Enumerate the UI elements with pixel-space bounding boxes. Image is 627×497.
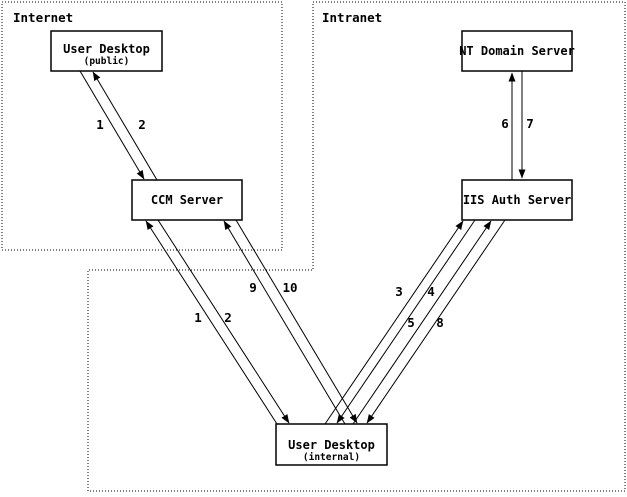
nt-domain-server-title: NT Domain Server bbox=[459, 44, 575, 58]
nt-domain-server-box bbox=[461, 30, 573, 72]
user-desktop-internal-title: User Desktop bbox=[288, 438, 375, 452]
step-label-4: 4 bbox=[427, 284, 435, 299]
arrow-ccm-to-internal-desktop bbox=[157, 219, 290, 424]
step-label-6: 6 bbox=[501, 116, 509, 131]
user-desktop-internal-subtitle: (internal) bbox=[303, 452, 360, 463]
intranet-zone-label: Intranet bbox=[322, 10, 382, 25]
intranet-zone-border bbox=[87, 1, 626, 492]
internet-zone-label: Internet bbox=[13, 10, 73, 25]
step-label-7: 7 bbox=[526, 116, 534, 131]
node-user-desktop-internal: User Desktop (internal) bbox=[275, 423, 388, 466]
step-label-10: 10 bbox=[282, 280, 297, 295]
arrow-public-desktop-to-ccm bbox=[79, 70, 145, 180]
arrow-internal-desktop-to-ccm bbox=[145, 220, 278, 425]
step-label-1-public: 1 bbox=[96, 117, 104, 132]
user-desktop-internal-box bbox=[275, 423, 388, 466]
arrow-internal-desktop-to-iis-step5 bbox=[352, 220, 492, 425]
step-label-1-internal: 1 bbox=[194, 310, 202, 325]
arrow-internal-desktop-to-iis-step3 bbox=[324, 220, 464, 425]
user-desktop-public-title: User Desktop bbox=[63, 42, 150, 56]
step-label-2-internal: 2 bbox=[224, 310, 232, 325]
arrow-ccm-to-public-desktop bbox=[92, 71, 158, 181]
ccm-server-title: CCM Server bbox=[151, 193, 223, 207]
node-nt-domain-server: NT Domain Server bbox=[459, 30, 575, 72]
step-label-2-public: 2 bbox=[138, 117, 146, 132]
arrow-ccm-to-internal-desktop-step10 bbox=[235, 219, 358, 424]
node-user-desktop-public: User Desktop (public) bbox=[50, 30, 163, 72]
arrow-internal-desktop-to-ccm-step9 bbox=[223, 220, 346, 425]
step-label-9: 9 bbox=[249, 280, 257, 295]
iis-auth-server-box bbox=[461, 179, 573, 221]
iis-auth-server-title: IIS Auth Server bbox=[463, 193, 571, 207]
node-ccm-server: CCM Server bbox=[131, 179, 243, 221]
user-desktop-public-subtitle: (public) bbox=[84, 56, 130, 67]
ccm-server-box bbox=[131, 179, 243, 221]
step-label-3: 3 bbox=[395, 284, 403, 299]
user-desktop-public-box bbox=[50, 30, 163, 72]
arrow-iis-to-internal-desktop-step8 bbox=[366, 219, 506, 424]
step-label-5: 5 bbox=[407, 315, 415, 330]
arrow-iis-to-internal-desktop-step4 bbox=[336, 219, 476, 424]
step-label-8: 8 bbox=[436, 315, 444, 330]
node-iis-auth-server: IIS Auth Server bbox=[461, 179, 573, 221]
